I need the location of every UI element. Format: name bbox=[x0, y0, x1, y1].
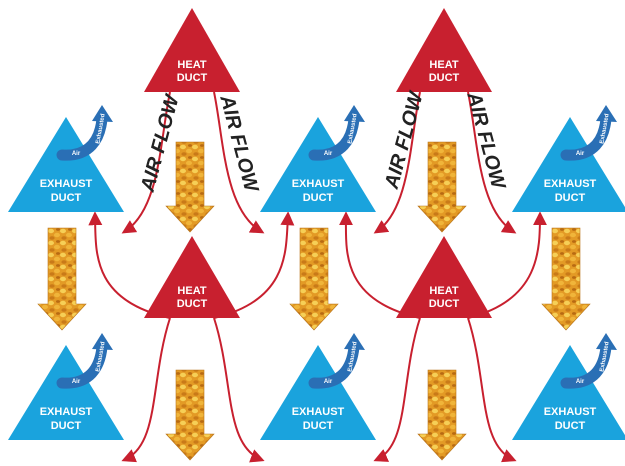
air-label: Air bbox=[72, 151, 81, 157]
heat-duct-label: DUCT bbox=[177, 298, 208, 310]
grain-arrow-icon bbox=[166, 370, 214, 460]
exhaust-duct-label: DUCT bbox=[555, 420, 586, 432]
grain-arrow-icon bbox=[418, 142, 466, 232]
grain-arrow-icon bbox=[290, 228, 338, 330]
air-label: Air bbox=[576, 151, 585, 157]
exhaust-duct-label: DUCT bbox=[51, 192, 82, 204]
grain-arrow-icon bbox=[418, 370, 466, 460]
exhaust-duct-label: DUCT bbox=[303, 192, 334, 204]
air-flow-curve bbox=[124, 318, 170, 460]
grain-arrow-icon bbox=[542, 228, 590, 330]
exhaust-duct-label: DUCT bbox=[303, 420, 334, 432]
grain-arrow-icon bbox=[38, 228, 86, 330]
heat-duct-label: DUCT bbox=[429, 72, 460, 84]
heat-duct-label: HEAT bbox=[177, 285, 206, 297]
heat-duct-label: DUCT bbox=[177, 72, 208, 84]
exhaust-duct-label: DUCT bbox=[51, 420, 82, 432]
exhaust-duct-label: EXHAUST bbox=[544, 178, 597, 190]
air-label: Air bbox=[72, 379, 81, 385]
air-flow-label: AIR FLOW bbox=[381, 88, 429, 192]
air-label: Air bbox=[324, 151, 333, 157]
exhaust-duct-label: EXHAUST bbox=[292, 178, 345, 190]
air-flow-curve bbox=[468, 318, 514, 460]
heat-duct-label: DUCT bbox=[429, 298, 460, 310]
heat-duct-label: HEAT bbox=[177, 59, 206, 71]
exhaust-duct-label: EXHAUST bbox=[40, 178, 93, 190]
air-label: Air bbox=[576, 379, 585, 385]
exhaust-duct-label: EXHAUST bbox=[292, 406, 345, 418]
air-flow-label: AIR FLOW bbox=[462, 89, 510, 193]
exhaust-duct-label: EXHAUST bbox=[544, 406, 597, 418]
heat-duct-label: HEAT bbox=[429, 59, 458, 71]
exhaust-duct-label: DUCT bbox=[555, 192, 586, 204]
heat-duct-label: HEAT bbox=[429, 285, 458, 297]
air-label: Air bbox=[324, 379, 333, 385]
air-flow-curve bbox=[376, 318, 420, 460]
exhaust-duct-label: EXHAUST bbox=[40, 406, 93, 418]
air-flow-curve bbox=[214, 318, 262, 460]
grain-arrow-icon bbox=[166, 142, 214, 232]
